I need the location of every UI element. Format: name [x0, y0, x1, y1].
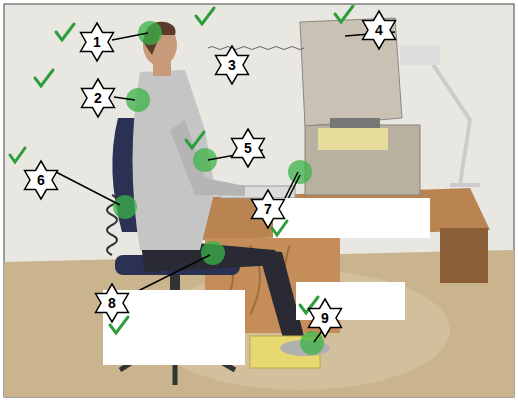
callout-number: 2 — [78, 78, 118, 118]
monitor-stand — [318, 128, 388, 150]
callout-number: 3 — [212, 45, 252, 85]
callout-star: 9 — [305, 298, 345, 338]
callout-number: 6 — [21, 160, 61, 200]
callout-number: 7 — [248, 189, 288, 229]
callout-number: 9 — [305, 298, 345, 338]
sight-line — [208, 47, 304, 50]
callout-star: 2 — [78, 78, 118, 118]
blank-box — [273, 198, 430, 238]
check-marks — [10, 6, 353, 333]
callout-number: 4 — [359, 10, 399, 50]
computer-case — [305, 125, 420, 195]
desk-lamp — [430, 60, 480, 185]
wall — [4, 4, 514, 397]
callout-star: 3 — [212, 45, 252, 85]
callout-number: 5 — [228, 128, 268, 168]
callout-number: 1 — [77, 22, 117, 62]
lamp-head — [400, 45, 440, 65]
callout-star: 1 — [77, 22, 117, 62]
callout-number: 8 — [92, 283, 132, 323]
callout-star: 4 — [359, 10, 399, 50]
callout-star: 7 — [248, 189, 288, 229]
desk-side — [440, 228, 488, 283]
callout-star: 8 — [92, 283, 132, 323]
callout-star: 5 — [228, 128, 268, 168]
monitor-base — [330, 118, 380, 128]
callout-star: 6 — [21, 160, 61, 200]
